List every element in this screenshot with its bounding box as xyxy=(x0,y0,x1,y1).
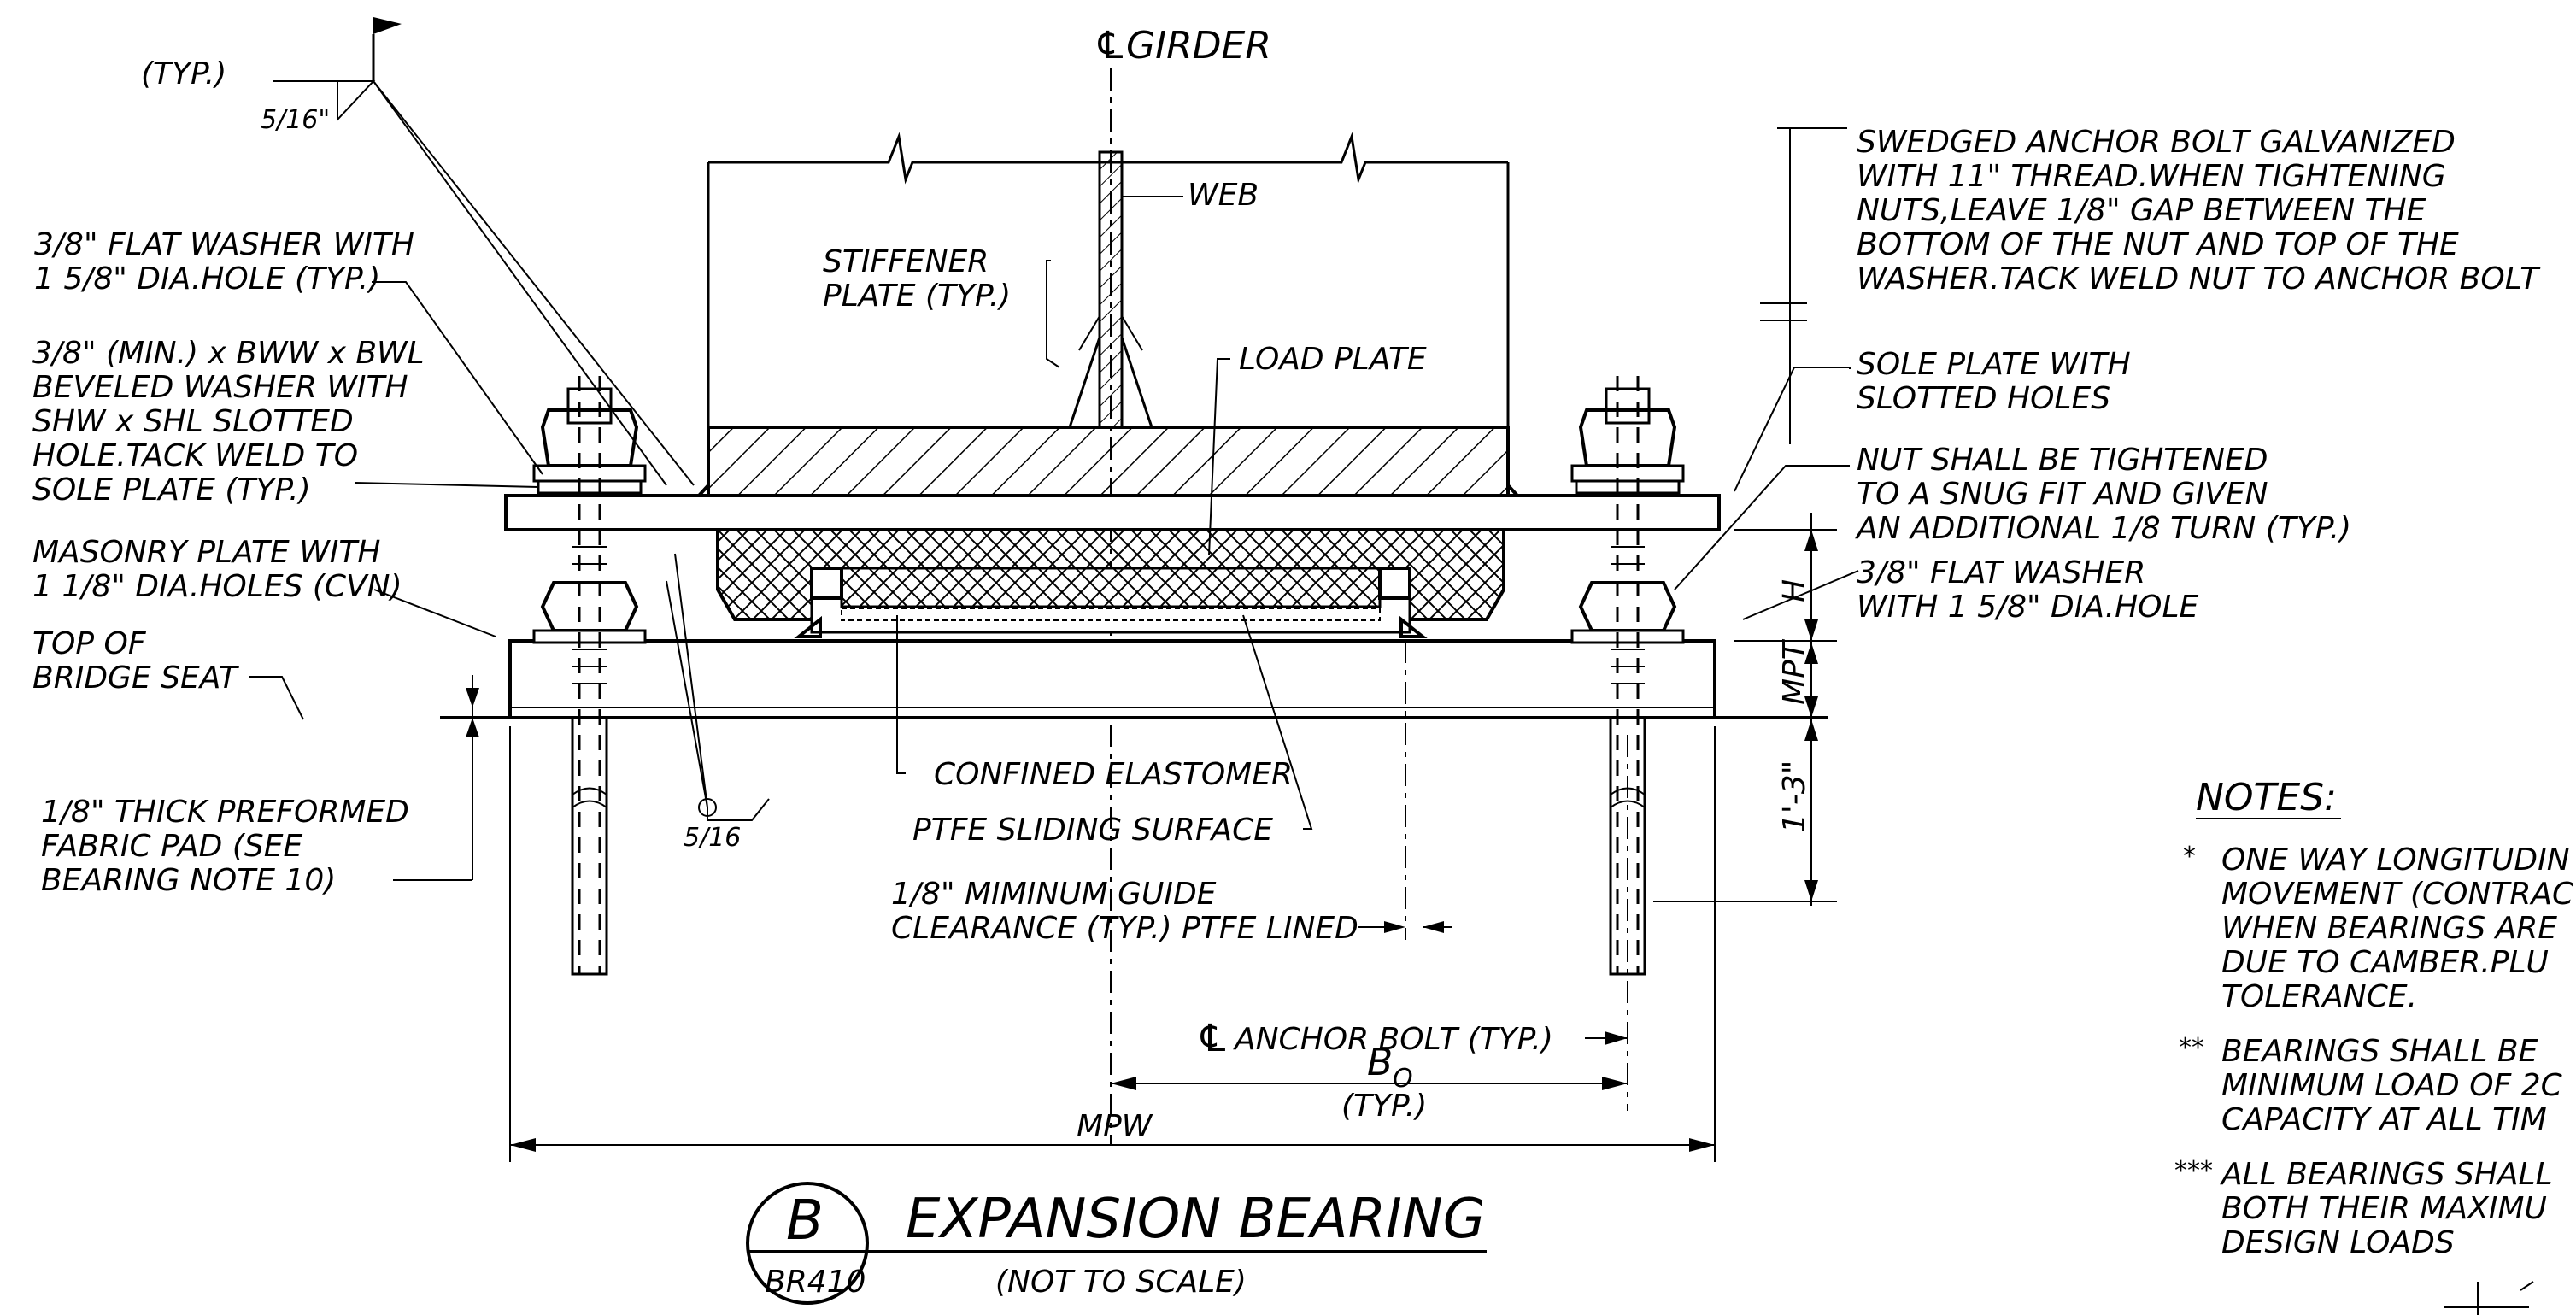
sheet-ref: BR410 xyxy=(765,1265,866,1300)
beveled-washer-line4: HOLE.TACK WELD TO xyxy=(32,438,358,473)
fabric-pad-line1: 1/8" THICK PREFORMED xyxy=(41,795,409,830)
guide-clearance-line2: CLEARANCE (TYP.) PTFE LINED xyxy=(891,911,1358,946)
note-3-line1: ALL BEARINGS SHALL xyxy=(2220,1157,2553,1192)
dim-mpt: MPT xyxy=(1777,638,1812,705)
load-plate xyxy=(504,494,1721,531)
note-2-line1: BEARINGS SHALL BE xyxy=(2221,1034,2538,1069)
flat-washer-right-line2: WITH 1 5/8" DIA.HOLE xyxy=(1857,590,2199,625)
ptfe-surface-label: PTFE SLIDING SURFACE xyxy=(912,813,1273,848)
bridge-seat-line2: BRIDGE SEAT xyxy=(32,660,240,696)
elastomer-assembly xyxy=(716,528,1505,638)
stiffener-line1: STIFFENER xyxy=(823,244,989,279)
sole-plate-line1: SOLE PLATE WITH xyxy=(1857,347,2131,382)
bridge-seat-line1: TOP OF xyxy=(32,626,147,661)
flat-washer-right-line1: 3/8" FLAT WASHER xyxy=(1857,555,2145,590)
note-3-mark: *** xyxy=(2174,1156,2213,1186)
nut-line1: NUT SHALL BE TIGHTENED xyxy=(1857,443,2268,478)
weld-size-top: 5/16" xyxy=(261,105,330,135)
cl-symbol: ℄ xyxy=(1094,24,1127,68)
weld-symbols xyxy=(273,17,770,821)
beveled-washer-line3: SHW x SHL SLOTTED xyxy=(32,404,354,439)
detail-title: EXPANSION BEARING xyxy=(906,1188,1485,1251)
guide-clearance-line1: 1/8" MIMINUM GUIDE xyxy=(891,877,1217,912)
masonry-plate xyxy=(508,639,1716,719)
dim-embed: 1'-3" xyxy=(1777,760,1812,833)
b0-sub: O xyxy=(1393,1064,1413,1094)
note-2-line3: CAPACITY AT ALL TIM xyxy=(2221,1102,2547,1137)
cl-girder-label: GIRDER xyxy=(1126,24,1271,68)
note-1-mark: * xyxy=(2183,842,2196,872)
note-1-line1: ONE WAY LONGITUDIN xyxy=(2221,842,2570,878)
dim-h: H xyxy=(1777,579,1812,602)
beveled-washer-line5: SOLE PLATE (TYP.) xyxy=(32,473,311,508)
note-1-line4: DUE TO CAMBER.PLU xyxy=(2221,945,2549,980)
nut-line2: TO A SNUG FIT AND GIVEN xyxy=(1857,477,2268,512)
b0-typ: (TYP.) xyxy=(1341,1089,1427,1124)
note-2-line2: MINIMUM LOAD OF 2C xyxy=(2221,1068,2563,1103)
notes: NOTES: * ONE WAY LONGITUDIN MOVEMENT (CO… xyxy=(2174,776,2574,1315)
beveled-washer-line1: 3/8" (MIN.) x BWW x BWL xyxy=(32,336,425,371)
note-3-line3: DESIGN LOADS xyxy=(2221,1225,2455,1260)
stiffener-line2: PLATE (TYP.) xyxy=(823,279,1011,314)
web-label: WEB xyxy=(1188,178,1259,213)
fabric-pad-line3: BEARING NOTE 10) xyxy=(41,863,336,898)
sole-plate xyxy=(707,426,1510,497)
flat-washer-top-line2: 1 5/8" DIA.HOLE (TYP.) xyxy=(34,261,380,296)
load-plate-label: LOAD PLATE xyxy=(1239,342,1427,377)
weld-size-bottom: 5/16 xyxy=(684,823,741,853)
swedged-line1: SWEDGED ANCHOR BOLT GALVANIZED xyxy=(1857,125,2456,160)
anchor-bolt-left xyxy=(532,376,647,976)
notes-heading: NOTES: xyxy=(2196,776,2337,819)
detail-scale: (NOT TO SCALE) xyxy=(995,1265,1247,1300)
flat-washer-top-line1: 3/8" FLAT WASHER WITH xyxy=(34,227,414,262)
mpw-label: MPW xyxy=(1077,1109,1153,1144)
weld-typ-label: (TYP.) xyxy=(141,56,226,91)
note-3-line2: BOTH THEIR MAXIMU xyxy=(2221,1191,2547,1226)
confined-elastomer-label: CONFINED ELASTOMER xyxy=(934,757,1293,792)
note-1-line5: TOLERANCE. xyxy=(2221,979,2417,1014)
swedged-line5: WASHER.TACK WELD NUT TO ANCHOR BOLT xyxy=(1857,261,2541,296)
swedged-line3: NUTS,LEAVE 1/8" GAP BETWEEN THE xyxy=(1857,193,2426,228)
ptfe-sliding-surface xyxy=(841,608,1381,621)
title-block: B BR410 EXPANSION BEARING (NOT TO SCALE) xyxy=(746,1182,1487,1305)
note-1-line2: MOVEMENT (CONTRAC xyxy=(2221,877,2574,912)
note-1-line3: WHEN BEARINGS ARE xyxy=(2221,911,2557,946)
masonry-plate-line2: 1 1/8" DIA.HOLES (CVN) xyxy=(32,569,402,604)
cl-anchor-label: ANCHOR BOLT (TYP.) xyxy=(1233,1022,1553,1057)
swedged-line2: WITH 11" THREAD.WHEN TIGHTENING xyxy=(1857,159,2446,194)
fabric-pad-line2: FABRIC PAD (SEE xyxy=(41,829,302,864)
b0-label: B xyxy=(1367,1041,1393,1084)
beveled-washer-line2: BEVELED WASHER WITH xyxy=(32,370,408,405)
swedged-line4: BOTTOM OF THE NUT AND TOP OF THE xyxy=(1857,227,2459,262)
cl-anchor-symbol: ℄ xyxy=(1196,1017,1229,1060)
sole-plate-line2: SLOTTED HOLES xyxy=(1857,381,2110,416)
leader-lines xyxy=(249,127,1859,881)
callouts: (TYP.) 5/16" 3/8" FLAT WASHER WITH 1 5/8… xyxy=(32,56,2541,1144)
detail-letter: B xyxy=(786,1189,824,1253)
note-2-mark: ** xyxy=(2179,1033,2204,1063)
nut-line3: AN ADDITIONAL 1/8 TURN (TYP.) xyxy=(1855,511,2351,546)
masonry-plate-line1: MASONRY PLATE WITH xyxy=(32,535,380,570)
dimensions xyxy=(466,127,1837,1162)
stiffener-plate xyxy=(1068,337,1153,428)
